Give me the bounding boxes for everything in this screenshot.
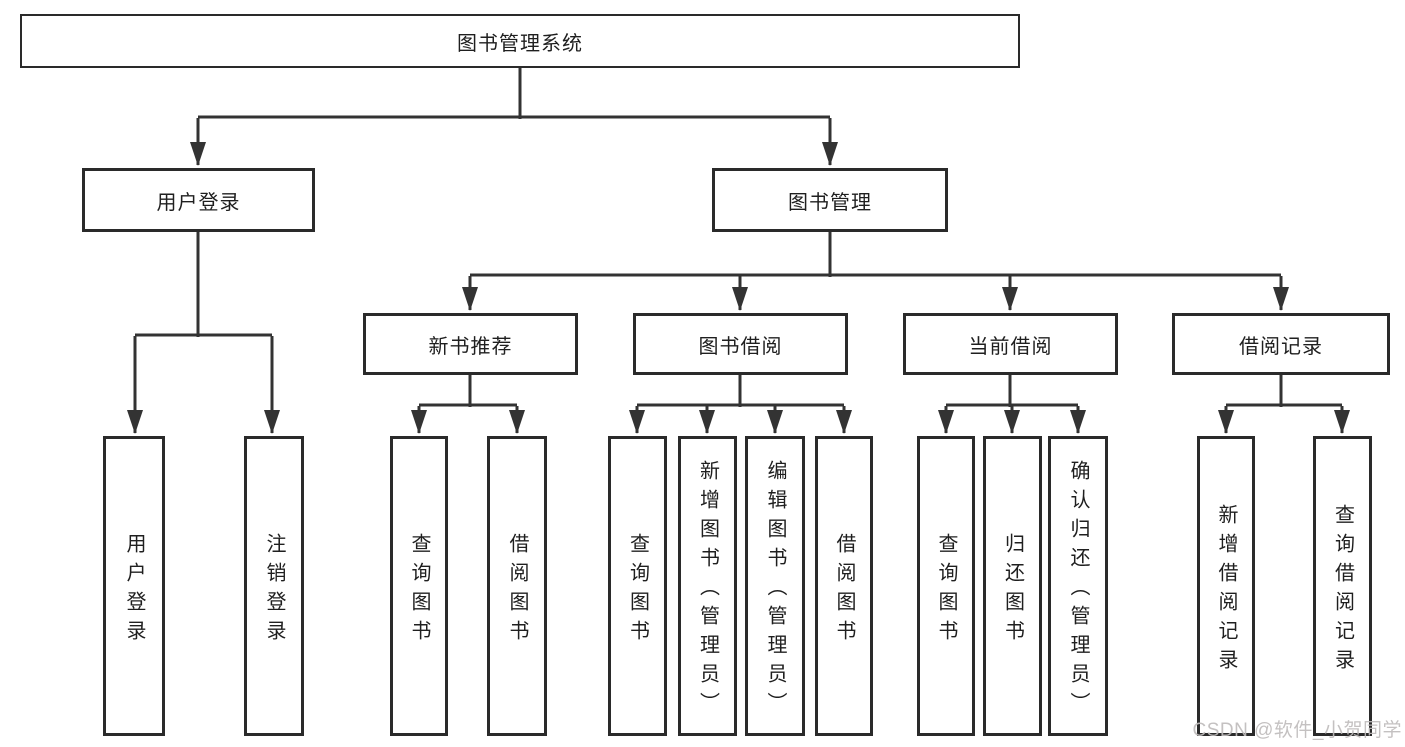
leaf-br-add-record: 新增借阅记录: [1197, 436, 1255, 736]
leaf-label: 新增借阅记录: [1215, 503, 1237, 678]
node-new-book-recommend: 新书推荐: [363, 313, 578, 375]
leaf-label: 查询图书: [626, 532, 649, 649]
node-book-borrowing: 图书借阅: [633, 313, 848, 375]
leaf-label: 借阅图书: [506, 532, 528, 649]
node-root: 图书管理系统: [20, 14, 1020, 68]
csdn-watermark: CSDN @软件_小贺同学: [1192, 720, 1402, 741]
node-label: 新书推荐: [428, 335, 513, 358]
node-label: 图书管理系统: [457, 32, 583, 55]
leaf-user-login: 用户登录: [103, 436, 165, 736]
node-label: 图书管理: [788, 191, 872, 214]
wire-segments: [135, 68, 1342, 407]
leaf-label: 注销登录: [263, 532, 285, 649]
leaf-label: 查询图书: [408, 532, 430, 649]
node-book-management: 图书管理: [712, 168, 948, 232]
leaf-nbr-query-books: 查询图书: [390, 436, 448, 736]
leaf-label: 新增图书（管理员）: [696, 460, 719, 721]
leaf-bb-borrow-books: 借阅图书: [815, 436, 873, 736]
node-label: 借阅记录: [1239, 335, 1323, 358]
node-label: 当前借阅: [968, 335, 1053, 358]
leaf-label: 确认归还（管理员）: [1067, 460, 1089, 721]
leaf-nbr-borrow-books: 借阅图书: [487, 436, 547, 736]
leaf-cb-return-books: 归还图书: [983, 436, 1042, 736]
leaf-label: 查询图书: [935, 532, 957, 649]
leaf-cb-query-books: 查询图书: [917, 436, 975, 736]
leaf-label: 归还图书: [1001, 532, 1024, 649]
leaf-label: 编辑图书（管理员）: [764, 460, 786, 721]
node-label: 用户登录: [156, 191, 241, 214]
leaf-label: 用户登录: [123, 532, 145, 649]
node-user-login: 用户登录: [82, 168, 315, 232]
node-current-borrowing: 当前借阅: [903, 313, 1118, 375]
leaf-label: 查询借阅记录: [1331, 503, 1354, 678]
leaf-label: 借阅图书: [833, 532, 855, 649]
node-borrowing-records: 借阅记录: [1172, 313, 1390, 375]
leaf-bb-add-books-admin: 新增图书（管理员）: [678, 436, 737, 736]
leaf-logout: 注销登录: [244, 436, 304, 736]
leaf-br-query-record: 查询借阅记录: [1313, 436, 1372, 736]
leaf-cb-confirm-return-admin: 确认归还（管理员）: [1048, 436, 1108, 736]
leaf-bb-query-books: 查询图书: [608, 436, 667, 736]
leaf-bb-edit-books-admin: 编辑图书（管理员）: [745, 436, 805, 736]
node-label: 图书借阅: [698, 335, 783, 358]
